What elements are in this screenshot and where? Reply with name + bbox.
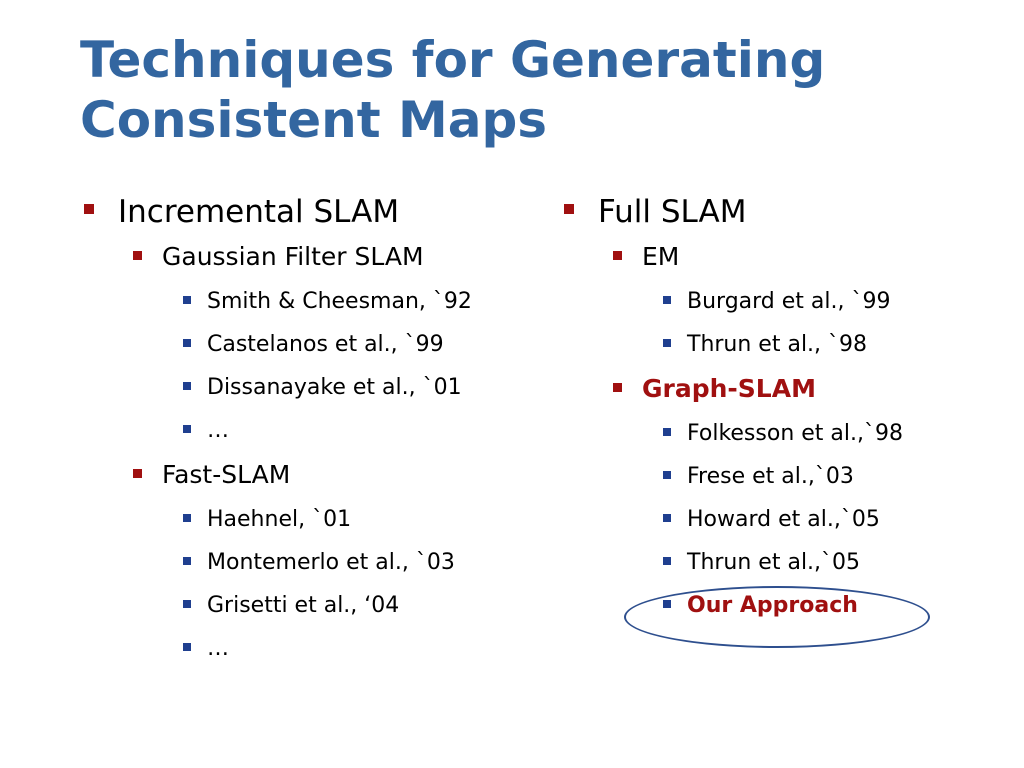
slide-title-line-2: Consistent Maps xyxy=(80,91,548,149)
graph-slam-item: Graph-SLAM xyxy=(562,370,1002,408)
ellipsis-label: … xyxy=(207,636,229,661)
reference-item: Dissanayake et al., `01 xyxy=(82,366,542,409)
reference-item: Thrun et al.,`05 xyxy=(562,541,1002,584)
fast-slam-label: Fast-SLAM xyxy=(162,460,291,489)
square-bullet-icon xyxy=(564,204,574,214)
reference-label: Thrun et al.,`05 xyxy=(687,550,861,575)
square-bullet-icon xyxy=(663,339,671,347)
square-bullet-icon xyxy=(133,469,142,478)
reference-item: Burgard et al., `99 xyxy=(562,280,1002,323)
reference-label: Thrun et al., `98 xyxy=(687,332,868,357)
reference-label: Burgard et al., `99 xyxy=(687,289,891,314)
reference-item: … xyxy=(82,627,542,670)
full-slam-item: Full SLAM xyxy=(562,190,1002,234)
reference-item: Castelanos et al., `99 xyxy=(82,323,542,366)
reference-item: Howard et al.,`05 xyxy=(562,498,1002,541)
fast-slam-item: Fast-SLAM xyxy=(82,456,542,494)
reference-item: Frese et al.,`03 xyxy=(562,455,1002,498)
ellipsis-label: … xyxy=(207,418,229,443)
reference-label: Montemerlo et al., `03 xyxy=(207,550,455,575)
reference-item: Haehnel, `01 xyxy=(82,498,542,541)
square-bullet-icon xyxy=(663,428,671,436)
square-bullet-icon xyxy=(183,600,191,608)
em-label: EM xyxy=(642,242,680,271)
graph-slam-label: Graph-SLAM xyxy=(642,374,816,403)
incremental-slam-label: Incremental SLAM xyxy=(118,194,400,230)
left-column: Incremental SLAM Gaussian Filter SLAM Sm… xyxy=(82,190,542,670)
square-bullet-icon xyxy=(183,382,191,390)
reference-label: Dissanayake et al., `01 xyxy=(207,375,462,400)
reference-label: Haehnel, `01 xyxy=(207,507,352,532)
square-bullet-icon xyxy=(84,204,94,214)
gaussian-filter-slam-item: Gaussian Filter SLAM xyxy=(82,238,542,276)
square-bullet-icon xyxy=(613,383,622,392)
reference-label: Folkesson et al.,`98 xyxy=(687,421,903,446)
em-item: EM xyxy=(562,238,1002,276)
reference-item: Grisetti et al., ‘04 xyxy=(82,584,542,627)
square-bullet-icon xyxy=(183,339,191,347)
reference-label: Frese et al.,`03 xyxy=(687,464,854,489)
square-bullet-icon xyxy=(663,471,671,479)
square-bullet-icon xyxy=(663,296,671,304)
square-bullet-icon xyxy=(663,514,671,522)
reference-label: Castelanos et al., `99 xyxy=(207,332,444,357)
right-column: Full SLAM EM Burgard et al., `99 Thrun e… xyxy=(562,190,1002,627)
slide-title-line-1: Techniques for Generating xyxy=(80,31,826,89)
slide-title: Techniques for Generating Consistent Map… xyxy=(80,30,980,150)
gaussian-filter-slam-label: Gaussian Filter SLAM xyxy=(162,242,424,271)
reference-label: Grisetti et al., ‘04 xyxy=(207,593,400,618)
full-slam-label: Full SLAM xyxy=(598,194,747,230)
reference-item: Smith & Cheesman, `92 xyxy=(82,280,542,323)
reference-item: Thrun et al., `98 xyxy=(562,323,1002,366)
square-bullet-icon xyxy=(183,643,191,651)
square-bullet-icon xyxy=(183,296,191,304)
square-bullet-icon xyxy=(613,251,622,260)
reference-label: Smith & Cheesman, `92 xyxy=(207,289,472,314)
square-bullet-icon xyxy=(183,557,191,565)
square-bullet-icon xyxy=(663,557,671,565)
highlight-ellipse xyxy=(624,586,930,648)
reference-item: … xyxy=(82,409,542,452)
incremental-slam-item: Incremental SLAM xyxy=(82,190,542,234)
reference-item: Montemerlo et al., `03 xyxy=(82,541,542,584)
reference-label: Howard et al.,`05 xyxy=(687,507,880,532)
square-bullet-icon xyxy=(183,425,191,433)
square-bullet-icon xyxy=(183,514,191,522)
square-bullet-icon xyxy=(133,251,142,260)
reference-item: Folkesson et al.,`98 xyxy=(562,412,1002,455)
